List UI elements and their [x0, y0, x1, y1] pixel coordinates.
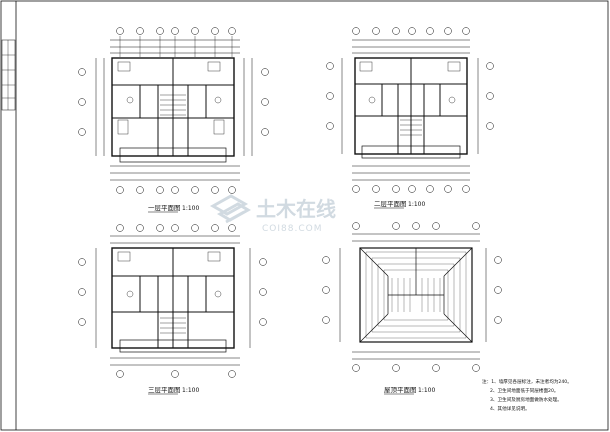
- plan2-scale: 1:100: [408, 201, 425, 208]
- roof-scale: 1:100: [418, 387, 435, 394]
- general-notes: 注：1、墙厚见各层标注，未注者均为240。 2、卫生间地面低于同层楼面20。 3…: [482, 378, 572, 412]
- note-1: 注：1、墙厚见各层标注，未注者均为240。: [482, 378, 572, 385]
- watermark-brand: 土木在线: [256, 197, 336, 221]
- note-4: 4、其他详见说明。: [490, 405, 530, 412]
- plan-third-floor: 三层平面图 1:100: [78, 224, 267, 395]
- plan-second-floor: 二层平面图 1:100: [326, 27, 494, 209]
- watermark-site: COI88.COM: [262, 224, 322, 234]
- plan2-title: 二层平面图: [374, 200, 407, 208]
- plan3-title: 三层平面图: [148, 386, 181, 394]
- plan1-title: 一层平面图: [148, 204, 181, 212]
- plan-first-floor: 一层平面图 1:100: [78, 27, 269, 213]
- plan3-scale: 1:100: [182, 387, 199, 394]
- watermark: 土木在线 COI88.COM: [209, 194, 336, 234]
- note-2: 2、卫生间地面低于同层楼面20。: [490, 387, 559, 394]
- plan-roof: 屋顶平面图 1:100: [322, 222, 502, 395]
- note-3: 3、卫生间及厨房地面做防水处理。: [490, 396, 562, 403]
- watermark-logo-icon: [209, 194, 251, 224]
- plan1-scale: 1:100: [182, 205, 199, 212]
- roof-title: 屋顶平面图: [384, 386, 417, 394]
- title-strip: [1, 1, 17, 430]
